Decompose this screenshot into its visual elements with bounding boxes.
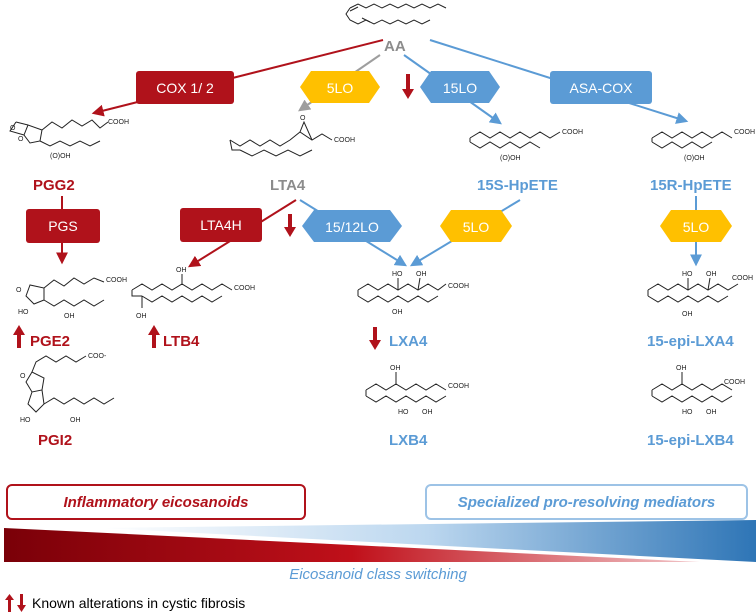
enzyme-5lo-right-label: 5LO [683, 219, 710, 235]
node-lta4: LTA4 [270, 177, 306, 194]
pgi2-structure [25, 355, 115, 413]
pgi2-oh: OH [70, 417, 81, 424]
enzyme-pgs-label: PGS [48, 218, 78, 234]
node-15s-hpete: 15S-HpETE [477, 177, 558, 194]
pge2-structure [25, 277, 105, 307]
hpete15s-ooh: (O)OH [500, 155, 521, 162]
pgg2-o2: O [18, 136, 24, 143]
pgg2-o1: O [10, 125, 16, 132]
pgg2-ooh: (O)OH [50, 153, 71, 160]
lxb4-oh2: OH [422, 409, 433, 416]
node-15-epi-lxb4: 15-epi-LXB4 [647, 432, 734, 449]
enzyme-15-12lo-label: 15/12LO [325, 219, 379, 235]
lxb4-oh1: OH [390, 365, 401, 372]
lxa4-oh2: OH [392, 309, 403, 316]
lxa4-oh1: OH [416, 271, 427, 278]
enzyme-15lo: 15LO [420, 71, 500, 103]
lxb4-cooh: COOH [448, 383, 469, 390]
ltb4-oh1: OH [176, 267, 187, 274]
enzyme-5lo-right: 5LO [660, 210, 732, 242]
node-aa: AA [384, 38, 406, 55]
epi-lxb4-structure [651, 372, 733, 403]
lxa4-structure [357, 277, 447, 303]
epi-lxb4-ho: HO [682, 409, 693, 416]
node-lxb4: LXB4 [389, 432, 428, 449]
cf-legend: Known alterations in cystic fibrosis [4, 594, 245, 612]
cf-down-arrow-15-12lo [284, 214, 296, 237]
hpete15r-ooh: (O)OH [684, 155, 705, 162]
enzyme-15lo-label: 15LO [443, 80, 477, 96]
hpete15r-structure [651, 131, 733, 149]
node-15r-hpete: 15R-HpETE [650, 177, 732, 194]
hpete15r-cooh: COOH [734, 129, 755, 136]
lta4-o: O [300, 115, 306, 122]
lxb4-structure [365, 372, 447, 403]
enzyme-lta4h: LTA4H [180, 208, 262, 242]
enzyme-asa-cox-label: ASA-COX [569, 80, 633, 96]
ltb4-cooh: COOH [234, 285, 255, 292]
epi-lxa4-structure [647, 277, 739, 303]
pgg2-cooh: COOH [108, 119, 129, 126]
enzyme-5lo-mid: 5LO [440, 210, 512, 242]
node-15-epi-lxa4: 15-epi-LXA4 [647, 333, 734, 350]
cf-down-arrow-15lo [402, 74, 414, 99]
cf-up-arrow-pge2 [13, 325, 25, 348]
epi-lxa4-oh2: OH [682, 311, 693, 318]
lta4-structure [229, 120, 333, 157]
node-pge2: PGE2 [30, 333, 70, 350]
epi-lxb4-oh2: OH [706, 409, 717, 416]
epi-lxa4-cooh: COOH [732, 275, 753, 282]
enzyme-5lo-top: 5LO [300, 71, 380, 103]
node-ltb4: LTB4 [163, 333, 200, 350]
pgg2-structure [9, 119, 109, 147]
node-pgi2: PGI2 [38, 432, 72, 449]
hpete15s-structure [469, 131, 561, 149]
lxa4-cooh: COOH [448, 283, 469, 290]
pge2-o: O [16, 287, 22, 294]
enzyme-asa-cox: ASA-COX [550, 71, 652, 104]
epi-lxb4-oh1: OH [676, 365, 687, 372]
epi-lxb4-cooh: COOH [724, 379, 745, 386]
spm-label: Specialized pro-resolving mediators [425, 484, 748, 520]
enzyme-pgs: PGS [26, 209, 100, 243]
enzyme-lta4h-label: LTA4H [200, 217, 242, 233]
pgi2-ho: HO [20, 417, 31, 424]
enzyme-cox12-label: COX 1/ 2 [156, 80, 214, 96]
pge2-ho: HO [18, 309, 29, 316]
lta4-cooh: COOH [334, 137, 355, 144]
cf-up-arrow-ltb4 [148, 325, 160, 348]
inflammatory-wedge [4, 528, 700, 562]
enzyme-cox12: COX 1/ 2 [136, 71, 234, 104]
node-lxa4: LXA4 [389, 333, 428, 350]
hpete15s-cooh: COOH [562, 129, 583, 136]
enzyme-5lo-mid-label: 5LO [463, 219, 490, 235]
lxb4-ho: HO [398, 409, 409, 416]
node-pgg2: PGG2 [33, 177, 75, 194]
class-switching-label: Eicosanoid class switching [289, 566, 467, 583]
lxa4-ho: HO [392, 271, 403, 278]
epi-lxa4-oh1: OH [706, 271, 717, 278]
spm-wedge [100, 520, 756, 562]
ltb4-oh2: OH [136, 313, 147, 320]
pge2-oh: OH [64, 313, 75, 320]
pge2-cooh: COOH [106, 277, 127, 284]
enzyme-15-12lo: 15/12LO [302, 210, 402, 242]
enzyme-5lo-top-label: 5LO [327, 80, 354, 96]
pgi2-coo: COO- [88, 353, 107, 360]
ltb4-structure [131, 274, 233, 308]
up-down-arrows-icon [5, 594, 26, 612]
cf-down-arrow-lxa4 [369, 327, 381, 350]
pgi2-o: O [20, 373, 26, 380]
aa-structure [345, 3, 447, 25]
epi-lxa4-ho: HO [682, 271, 693, 278]
cf-legend-text: Known alterations in cystic fibrosis [32, 595, 246, 611]
inflammatory-eicosanoids-label: Inflammatory eicosanoids [6, 484, 306, 520]
